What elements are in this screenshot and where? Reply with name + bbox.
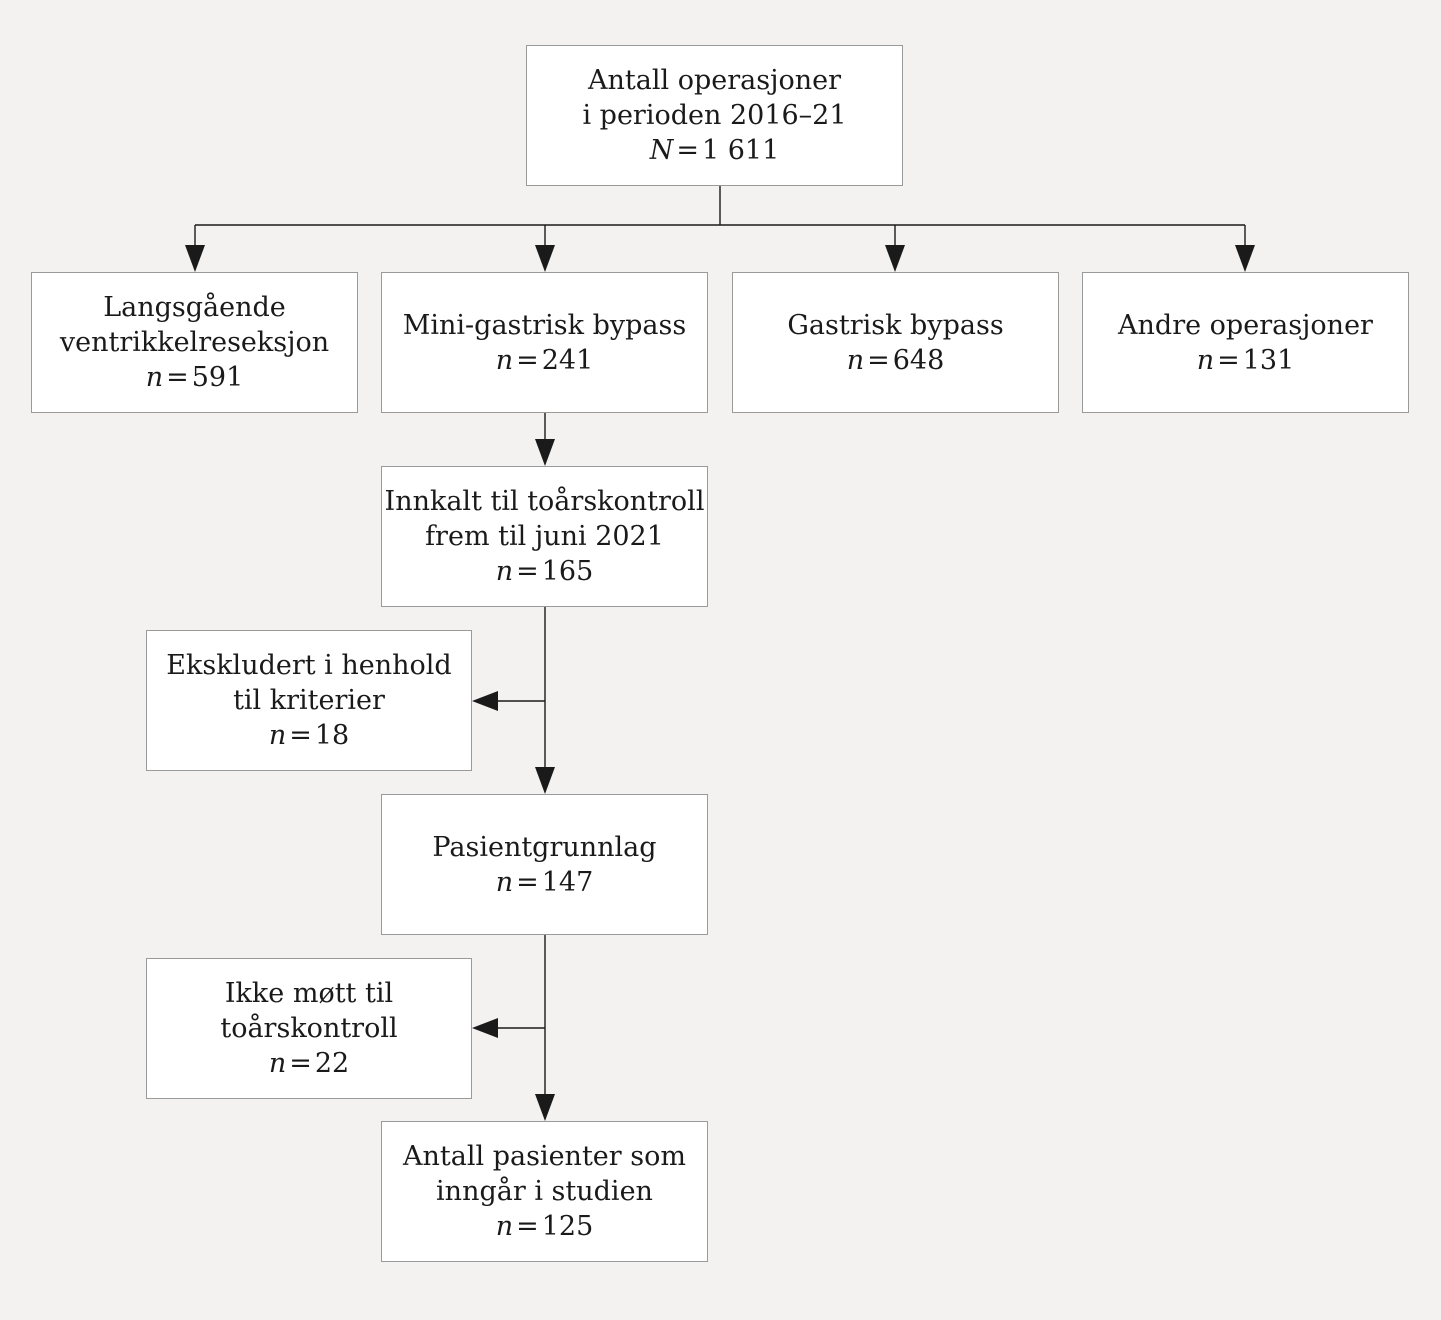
node-total-operations: Antall operasjoner i perioden 2016–21 N=… xyxy=(526,45,903,186)
arrowhead-ekskludert xyxy=(472,691,498,711)
node-label-line: Ikke møtt til xyxy=(224,978,394,1009)
node-gastrisk-bypass: Gastrisk bypass n=648 xyxy=(732,272,1059,413)
node-count: n=18 xyxy=(268,720,350,751)
arrowhead-gastrisk xyxy=(885,245,905,272)
node-ekskludert: Ekskludert i henhold til kriterier n=18 xyxy=(146,630,472,771)
node-ikke-mott: Ikke møtt til toårskontroll n=22 xyxy=(146,958,472,1099)
node-count: n=241 xyxy=(495,344,594,376)
node-andre-operasjoner: Andre operasjoner n=131 xyxy=(1082,272,1409,413)
node-mini-gastrisk-bypass: Mini-gastrisk bypass n=241 xyxy=(381,272,708,413)
node-label-line: Pasientgrunnlag xyxy=(432,831,657,863)
node-label-line: Langsgående xyxy=(103,292,286,323)
node-label-line: Andre operasjoner xyxy=(1118,309,1373,341)
node-innkalt: Innkalt til toårskontroll frem til juni … xyxy=(381,466,708,607)
node-count: n=125 xyxy=(495,1211,594,1242)
node-count: n=165 xyxy=(495,556,594,587)
node-label-line: Antall pasienter som xyxy=(403,1141,686,1172)
node-label-line: Mini-gastrisk bypass xyxy=(402,309,687,341)
arrowhead-andre xyxy=(1235,245,1255,272)
node-label-line: toårskontroll xyxy=(220,1013,398,1044)
arrowhead-langsgaende xyxy=(185,245,205,272)
arrowhead-pasientgrunnlag xyxy=(535,767,555,794)
node-count: n=648 xyxy=(846,344,945,376)
node-label-line: Antall operasjoner xyxy=(588,65,841,96)
arrowhead-ikke-mott xyxy=(472,1018,498,1038)
node-count: n=131 xyxy=(1196,344,1295,376)
node-count: n=22 xyxy=(268,1048,350,1079)
arrowhead-innkalt xyxy=(535,439,555,466)
node-label-line: frem til juni 2021 xyxy=(425,521,664,552)
node-label-line: i perioden 2016–21 xyxy=(582,100,847,131)
node-count: n=591 xyxy=(145,362,244,393)
node-count: N=1 611 xyxy=(649,135,780,166)
node-label-line: Ekskludert i henhold xyxy=(166,650,452,681)
node-label-line: til kriterier xyxy=(233,685,385,716)
node-inkludert: Antall pasienter som inngår i studien n=… xyxy=(381,1121,708,1262)
node-pasientgrunnlag: Pasientgrunnlag n=147 xyxy=(381,794,708,935)
node-label-line: Gastrisk bypass xyxy=(787,309,1004,341)
arrowhead-inkludert xyxy=(535,1094,555,1121)
arrowhead-mini-gastrisk xyxy=(535,245,555,272)
node-label-line: inngår i studien xyxy=(436,1176,653,1207)
node-label-line: Innkalt til toårskontroll xyxy=(384,486,705,517)
node-langsgaende: Langsgående ventrikkelreseksjon n=591 xyxy=(31,272,358,413)
node-label-line: ventrikkelreseksjon xyxy=(59,327,330,358)
node-count: n=147 xyxy=(495,866,594,898)
